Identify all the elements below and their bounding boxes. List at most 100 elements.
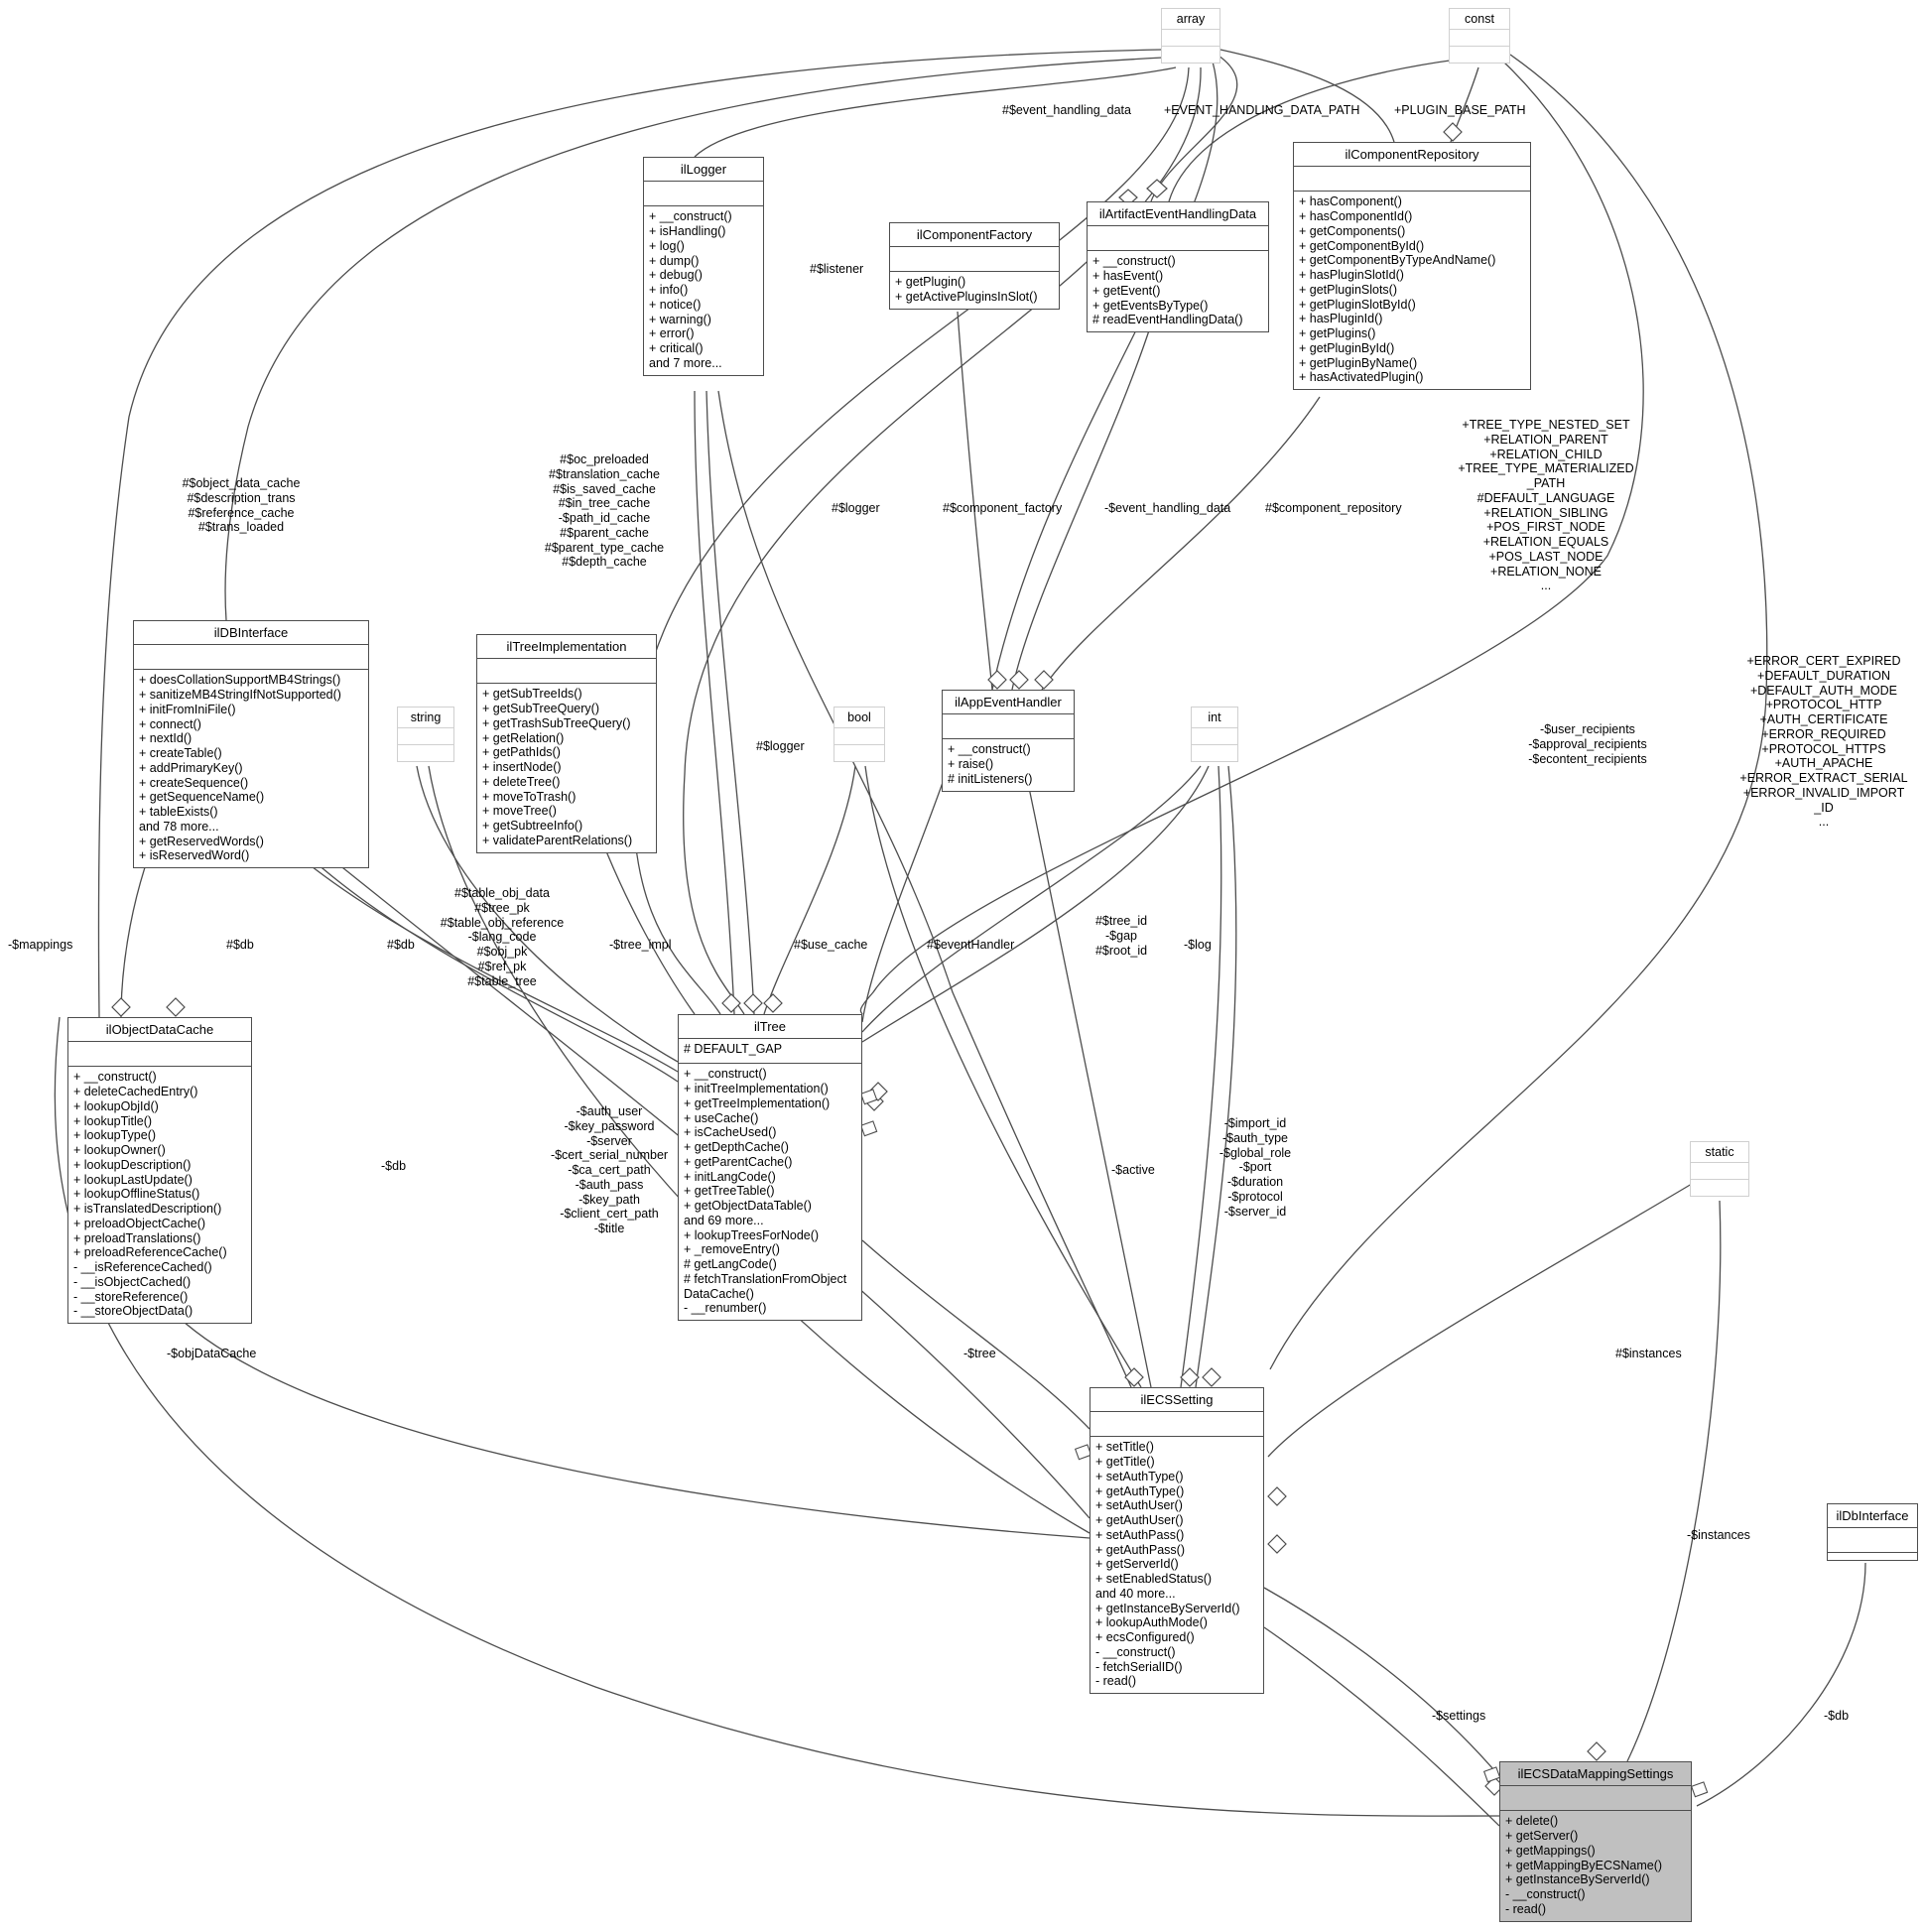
edge-label-event-handling-data-top: #$event_handling_data — [1002, 103, 1131, 117]
class-attributes — [890, 247, 1059, 273]
type-box-const: const — [1449, 8, 1510, 64]
edge-label-event-handling-data-mid: -$event_handling_data — [1104, 501, 1231, 515]
class-title: ilTreeImplementation — [477, 635, 656, 660]
class-member-row: # getLangCode() — [684, 1257, 777, 1272]
type-box-const-section-2 — [1450, 47, 1509, 63]
class-member-row: + getServer() — [1505, 1829, 1579, 1844]
class-member-row: + getRelation() — [482, 730, 565, 745]
class-member-row: + lookupObjId() — [73, 1098, 159, 1113]
class-title: ilDbInterface — [1828, 1504, 1917, 1529]
class-member-row: + getComponents() — [1299, 223, 1406, 238]
class-member-row: + tableExists() — [139, 805, 218, 820]
class-attributes — [477, 659, 656, 685]
class-member-row: - __construct() — [1505, 1887, 1586, 1902]
class-ilECSDataMappingSettings[interactable]: ilECSDataMappingSettings + delete()+ get… — [1499, 1761, 1692, 1922]
edge-label-tree-id-group: #$tree_id -$gap #$root_id — [1094, 914, 1148, 958]
class-title: ilDBInterface — [134, 621, 368, 646]
class-member-row: + insertNode() — [482, 760, 562, 775]
class-ilLogger[interactable]: ilLogger + __construct()+ isHandling()+ … — [643, 157, 764, 376]
class-member-row: - fetchSerialID() — [1095, 1659, 1183, 1674]
class-ilDbInterface-right[interactable]: ilDbInterface — [1827, 1503, 1918, 1562]
class-member-row: + getTrashSubTreeQuery() — [482, 715, 631, 730]
class-member-row: # initListeners() — [948, 771, 1033, 786]
class-member-row: + nextId() — [139, 731, 192, 746]
class-member-row: + createTable() — [139, 746, 222, 761]
class-member-row: + warning() — [649, 312, 711, 326]
class-member-row: + critical() — [649, 341, 704, 356]
class-member-row: + isTranslatedDescription() — [73, 1202, 222, 1217]
type-box-array-section-2 — [1162, 47, 1219, 63]
class-title: ilLogger — [644, 158, 763, 183]
type-box-int: int — [1191, 707, 1238, 762]
class-member-row: + initTreeImplementation() — [684, 1082, 829, 1096]
type-box-const-label: const — [1450, 9, 1509, 30]
class-member-row: + validateParentRelations() — [482, 833, 633, 847]
class-ilDBInterface[interactable]: ilDBInterface + doesCollationSupportMB4S… — [133, 620, 369, 869]
class-ilTree[interactable]: ilTree # DEFAULT_GAP + __construct()+ in… — [678, 1014, 862, 1322]
class-ilObjectDataCache[interactable]: ilObjectDataCache + __construct()+ delet… — [67, 1017, 252, 1325]
class-title: ilComponentRepository — [1294, 143, 1530, 168]
class-member-row: - __storeReference() — [73, 1289, 189, 1304]
class-member-row: and 7 more... — [649, 355, 722, 370]
class-title: ilECSDataMappingSettings — [1500, 1762, 1691, 1787]
class-member-row: + hasActivatedPlugin() — [1299, 370, 1424, 385]
edge-label-use-cache: #$use_cache — [794, 938, 868, 952]
edge-label-component-factory: #$component_factory — [943, 501, 1063, 515]
class-member-row: + getAuthUser() — [1095, 1513, 1184, 1528]
class-ilComponentRepository[interactable]: ilComponentRepository + hasComponent()+ … — [1293, 142, 1531, 391]
class-member-row: # DEFAULT_GAP — [684, 1042, 783, 1057]
class-member-row: - read() — [1505, 1901, 1546, 1916]
edge-label-ecs-constants: +ERROR_CERT_EXPIRED +DEFAULT_DURATION +D… — [1739, 654, 1908, 830]
type-box-static-section-2 — [1691, 1180, 1748, 1196]
edge-label-event-handler: #$eventHandler — [927, 938, 1015, 952]
type-box-int-label: int — [1192, 708, 1237, 728]
edge-label-tree: -$tree — [963, 1347, 996, 1360]
class-ilArtifactEventHandlingData[interactable]: ilArtifactEventHandlingData + __construc… — [1087, 201, 1269, 333]
class-ilAppEventHandler[interactable]: ilAppEventHandler + __construct()+ raise… — [942, 690, 1075, 792]
edge-label-auth-user-group: -$auth_user -$key_password -$server -$ce… — [550, 1104, 669, 1235]
class-attributes — [68, 1042, 251, 1068]
class-member-row: + info() — [649, 283, 689, 298]
class-member-row: + getServerId() — [1095, 1557, 1179, 1572]
class-member-row: + hasPluginSlotId() — [1299, 268, 1404, 283]
type-box-static: static — [1690, 1141, 1749, 1197]
class-member-row: - __isReferenceCached() — [73, 1260, 212, 1275]
class-attributes — [1828, 1528, 1917, 1554]
type-box-int-section-2 — [1192, 745, 1237, 761]
class-member-row: + deleteCachedEntry() — [73, 1085, 198, 1099]
class-member-row: + preloadObjectCache() — [73, 1216, 206, 1230]
class-member-row: + getPluginById() — [1299, 340, 1395, 355]
class-member-row: + lookupDescription() — [73, 1157, 192, 1172]
class-member-row: + getAuthType() — [1095, 1483, 1185, 1498]
class-member-row: + getActivePluginsInSlot() — [895, 290, 1038, 305]
edge-label-component-repository: #$component_repository — [1265, 501, 1402, 515]
class-member-row: + _removeEntry() — [684, 1242, 780, 1257]
class-member-row: + isHandling() — [649, 224, 726, 239]
class-member-row: and 69 more... — [684, 1213, 764, 1227]
class-member-row: + initFromIniFile() — [139, 702, 236, 716]
class-member-row: - read() — [1095, 1674, 1136, 1689]
class-attributes — [943, 714, 1074, 740]
class-operations: + __construct()+ isHandling()+ log()+ du… — [644, 206, 763, 374]
edge-label-tree-impl: -$tree_impl — [609, 938, 672, 952]
class-member-row: + getPluginSlotById() — [1299, 297, 1416, 312]
class-member-row: + setAuthType() — [1095, 1469, 1184, 1483]
class-member-row: and 78 more... — [139, 819, 219, 834]
class-attributes — [1294, 167, 1530, 193]
class-member-row: + lookupTreesForNode() — [684, 1227, 820, 1242]
class-ilECSSetting[interactable]: ilECSSetting + setTitle()+ getTitle()+ s… — [1090, 1387, 1264, 1695]
class-member-row: + setAuthUser() — [1095, 1498, 1183, 1513]
class-member-row: + getTreeImplementation() — [684, 1095, 831, 1110]
class-member-row: + isCacheUsed() — [684, 1125, 777, 1140]
class-ilComponentFactory[interactable]: ilComponentFactory + getPlugin()+ getAct… — [889, 222, 1060, 310]
class-ilTreeImplementation[interactable]: ilTreeImplementation + getSubTreeIds()+ … — [476, 634, 657, 853]
class-member-row: + createSequence() — [139, 775, 249, 790]
type-box-bool: bool — [834, 707, 885, 762]
class-title: ilAppEventHandler — [943, 691, 1074, 715]
class-member-row: + log() — [649, 238, 685, 253]
class-member-row: + debug() — [649, 268, 703, 283]
class-member-row: + __construct() — [1092, 254, 1176, 269]
class-attributes — [1090, 1412, 1263, 1438]
edge-label-tree-constants: +TREE_TYPE_NESTED_SET +RELATION_PARENT +… — [1458, 418, 1634, 593]
edge-label-objdatacache: -$objDataCache — [167, 1347, 257, 1360]
